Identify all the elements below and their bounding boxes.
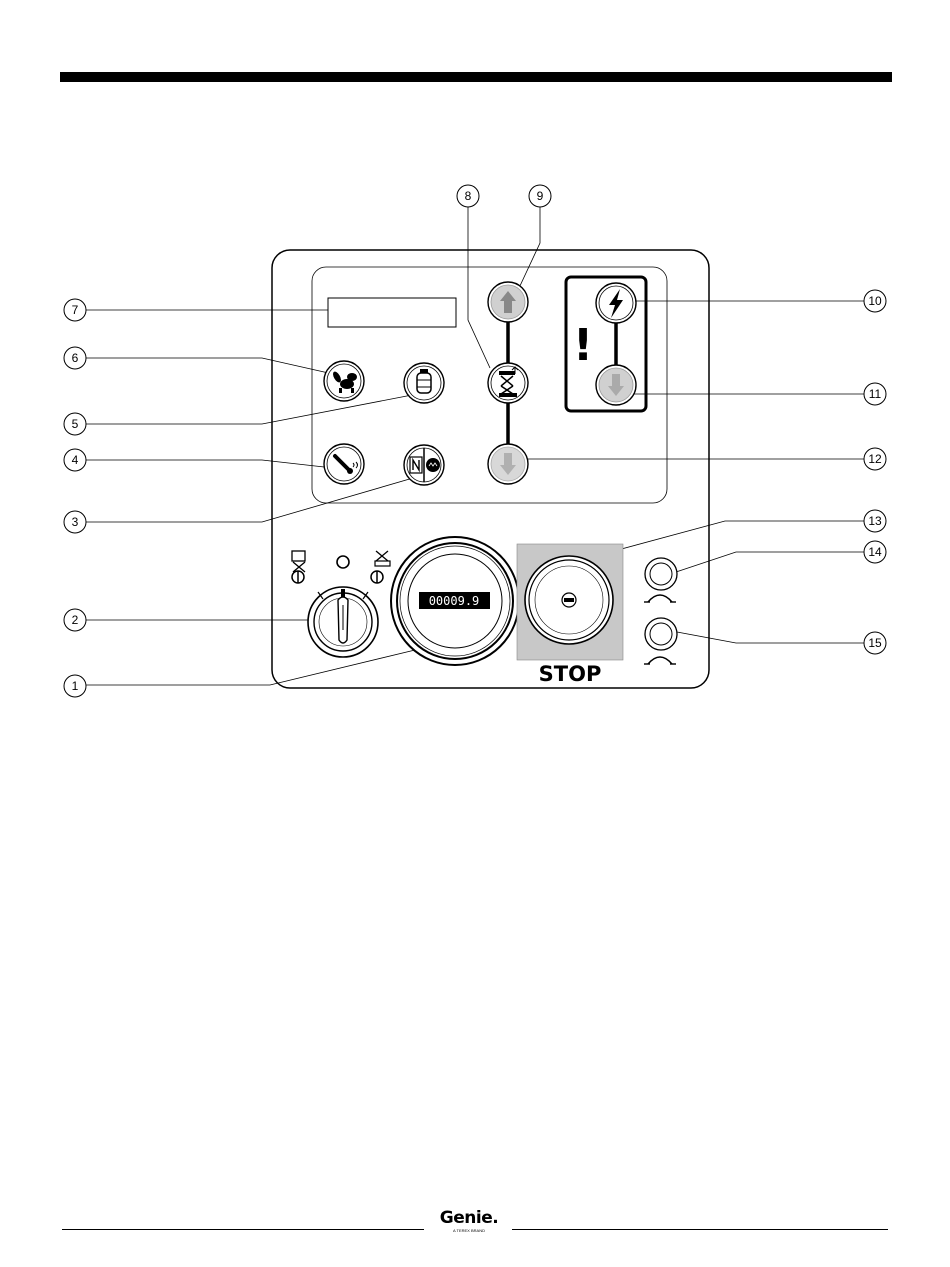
callout-1: 1 — [64, 675, 86, 697]
svg-text:1: 1 — [72, 679, 79, 693]
platform-control-icon — [292, 551, 305, 583]
warning-exclamation: ! — [573, 320, 593, 371]
emergency-stop-button[interactable] — [525, 556, 613, 644]
svg-text:4: 4 — [72, 453, 79, 467]
brand-name: Genie. — [428, 1208, 510, 1228]
leader-14 — [676, 552, 864, 572]
leader-4 — [86, 460, 333, 468]
footer-rule-right — [512, 1229, 888, 1230]
svg-text:13: 13 — [868, 514, 882, 528]
hour-meter-reading: 00009.9 — [429, 594, 480, 608]
generator-button[interactable] — [404, 445, 444, 485]
circuit-breaker-icon — [644, 657, 676, 664]
svg-text:2: 2 — [72, 613, 79, 627]
glow-plug-button[interactable] — [324, 444, 364, 484]
leader-15 — [677, 632, 864, 643]
rabbit-turtle-button[interactable] — [324, 361, 364, 401]
circuit-breaker-14[interactable] — [645, 558, 677, 590]
key-switch[interactable] — [308, 587, 378, 657]
leader-9 — [519, 207, 540, 288]
svg-text:6: 6 — [72, 351, 79, 365]
gas-lpg-button[interactable] — [404, 363, 444, 403]
svg-text:7: 7 — [72, 303, 79, 317]
svg-text:10: 10 — [868, 294, 882, 308]
svg-text:9: 9 — [537, 189, 544, 203]
circuit-breaker-icon — [644, 595, 676, 602]
off-icon — [337, 556, 349, 568]
callout-11: 11 — [864, 383, 886, 405]
svg-text:3: 3 — [72, 515, 79, 529]
leader-1 — [86, 650, 415, 685]
callout-13: 13 — [864, 510, 886, 532]
lcd-display — [328, 298, 456, 327]
circuit-breaker-15[interactable] — [645, 618, 677, 650]
svg-text:8: 8 — [465, 189, 472, 203]
leader-5 — [86, 395, 412, 424]
leader-13 — [588, 521, 864, 558]
lift-down-button[interactable] — [488, 444, 528, 484]
svg-text:5: 5 — [72, 417, 79, 431]
callout-5: 5 — [64, 413, 86, 435]
hour-meter: 00009.9 — [391, 537, 519, 665]
svg-text:15: 15 — [868, 636, 882, 650]
leader-3 — [86, 478, 413, 522]
key-pointer — [341, 589, 345, 597]
callout-4: 4 — [64, 449, 86, 471]
emergency-down-button[interactable] — [596, 365, 636, 405]
callout-6: 6 — [64, 347, 86, 369]
brand-tagline: A TEREX BRAND — [428, 1228, 510, 1233]
leader-6 — [86, 358, 333, 374]
callout-3: 3 — [64, 511, 86, 533]
callout-14: 14 — [864, 541, 886, 563]
callout-9: 9 — [529, 185, 551, 207]
ground-control-icon — [371, 551, 390, 583]
stop-label: STOP — [539, 662, 602, 686]
svg-text:11: 11 — [869, 387, 882, 401]
callout-7: 7 — [64, 299, 86, 321]
leader-8 — [468, 207, 490, 368]
power-button[interactable] — [596, 283, 636, 323]
callout-12: 12 — [864, 448, 886, 470]
svg-text:12: 12 — [868, 452, 882, 466]
svg-text:14: 14 — [868, 545, 882, 559]
footer-rule-left — [62, 1229, 424, 1230]
brand-logo: Genie. A TEREX BRAND — [428, 1208, 510, 1233]
stop-key-slot — [564, 598, 574, 602]
callout-15: 15 — [864, 632, 886, 654]
callout-2: 2 — [64, 609, 86, 631]
callout-10: 10 — [864, 290, 886, 312]
callout-8: 8 — [457, 185, 479, 207]
lift-up-button[interactable] — [488, 282, 528, 322]
lift-function-button[interactable] — [488, 363, 528, 403]
